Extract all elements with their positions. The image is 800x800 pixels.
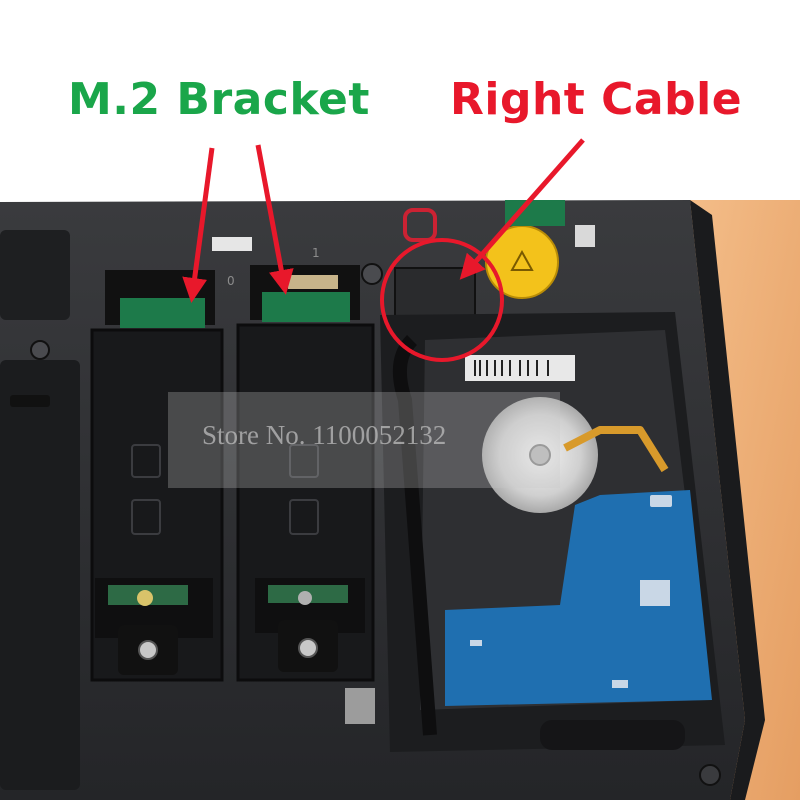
arrow-cable [459, 138, 585, 280]
watermark-band [168, 392, 560, 488]
right-cable-label: Right Cable [450, 74, 743, 125]
m2-bracket-label: M.2 Bracket [68, 74, 370, 125]
white-sticker-2 [575, 225, 595, 247]
hdd-flex-cable [563, 426, 669, 473]
barcode-lines [474, 360, 549, 376]
arrow-m2-right [255, 144, 294, 295]
latch-1-screw [298, 591, 312, 605]
screw-top [361, 263, 383, 285]
pcb-components [470, 495, 672, 688]
m2-slot-0-green [120, 298, 205, 328]
battery-pcb [505, 200, 565, 226]
slot-0-mark: 0 [227, 274, 235, 288]
hdd-rail-grip [540, 720, 685, 750]
white-sticker [212, 237, 252, 251]
hdd-pcb [445, 490, 712, 706]
foam-pad [345, 688, 375, 724]
chassis-right-edge [690, 200, 765, 800]
screw-left [30, 340, 50, 360]
screw-bottom-right [699, 764, 721, 786]
hdd-rubber-rail [392, 335, 437, 736]
latch-left [10, 395, 50, 407]
battery-panel [0, 230, 70, 320]
hdd-spindle-top [529, 444, 551, 466]
red-wire [403, 208, 437, 242]
m2-slot-1-green [262, 292, 350, 322]
battery-warning-mark [510, 249, 534, 271]
arrow-m2-left [182, 147, 215, 303]
foot-0-screw [138, 640, 158, 660]
battery-panel-lower [0, 360, 80, 790]
cable-highlight-circle [380, 238, 504, 362]
slot-1-mark: 1 [312, 246, 320, 260]
latch-0-screw [137, 590, 153, 606]
store-watermark: Store No. 1100052132 [202, 420, 447, 450]
m2-connector [288, 275, 338, 289]
foot-1-screw [298, 638, 318, 658]
ssd-emboss-icons [131, 444, 319, 535]
